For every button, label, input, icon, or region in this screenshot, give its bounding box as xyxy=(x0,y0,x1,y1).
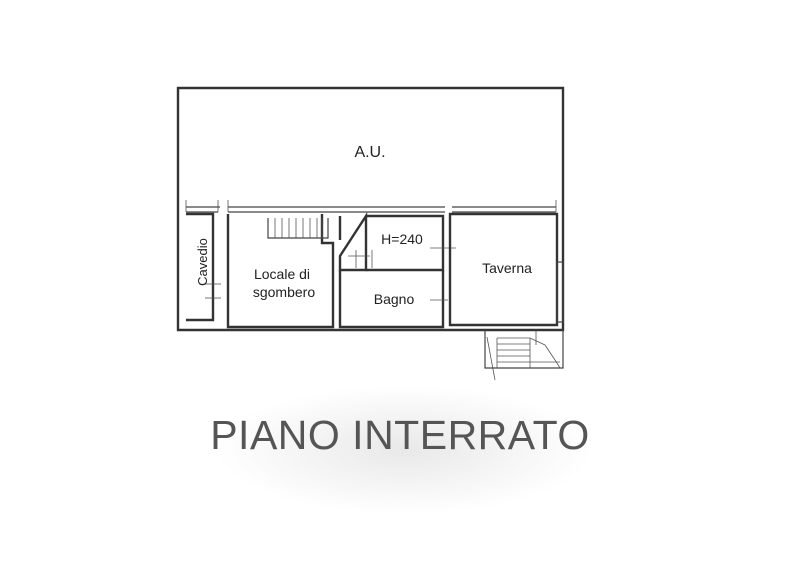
stairs-bottom xyxy=(484,330,564,369)
corridor-walls xyxy=(338,211,368,272)
floor-title: PIANO INTERRATO xyxy=(210,412,590,458)
room-label-bagno: Bagno xyxy=(374,291,415,307)
h240-room xyxy=(366,214,445,272)
room-label-taverna: Taverna xyxy=(482,260,532,276)
stairs-top-steps xyxy=(274,218,323,238)
title-shadow xyxy=(215,385,595,515)
window xyxy=(556,261,564,323)
bagno-room xyxy=(338,270,445,329)
room-label-height: H=240 xyxy=(381,231,423,247)
room-label-cavedio: Cavedio xyxy=(195,238,210,286)
room-label-locale-line2: sgombero xyxy=(253,284,315,300)
room-label-locale-line1: Locale di xyxy=(254,266,310,282)
taverna-room xyxy=(448,212,559,327)
outer-wall xyxy=(176,86,565,332)
stairs-bottom-steps xyxy=(486,330,561,381)
cavedio-room xyxy=(186,212,215,322)
room-label-au: A.U. xyxy=(354,144,385,161)
stairs-top xyxy=(267,218,329,239)
